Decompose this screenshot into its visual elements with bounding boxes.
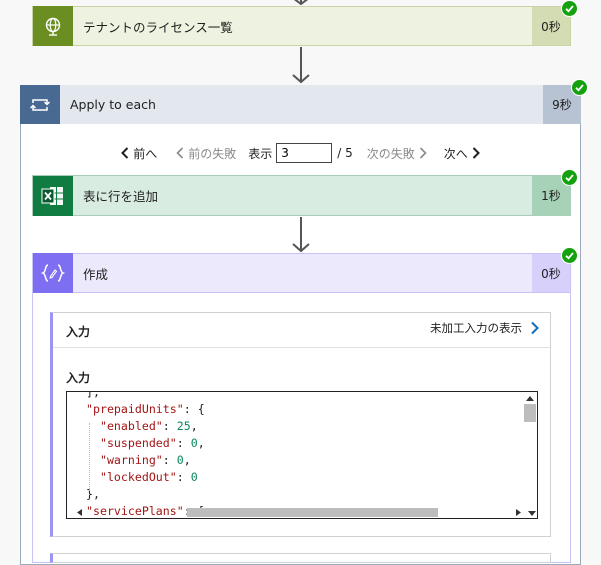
prev-failure-label: 前の失敗 [188, 146, 237, 161]
code-token: 0 [176, 453, 184, 467]
inputs-header-label: 入力 [66, 325, 91, 339]
prev-label: 前へ [133, 146, 158, 161]
code-line: "enabled": 25, [86, 418, 198, 435]
code-token: : { [183, 402, 205, 416]
apply-to-each-header[interactable]: Apply to each 9秒 [20, 85, 581, 124]
scroll-down-icon [528, 511, 536, 516]
code-token: "servicePlans" [86, 504, 184, 518]
code-line: "prepaidUnits": { [86, 401, 205, 418]
code-token: 25 [176, 419, 191, 433]
step-card-compose[interactable]: 作成 0秒 [32, 253, 571, 293]
step-icon-box [33, 6, 73, 46]
page-total: / 5 [337, 146, 353, 160]
chevron-right-icon [472, 147, 480, 159]
arrow-down-icon [292, 243, 310, 253]
inputs-field-label: 入力 [66, 371, 91, 385]
connector-line [300, 217, 302, 250]
next-failure-label: 次の失敗 [366, 146, 415, 161]
step-title: 作成 [83, 266, 109, 282]
next-panel-edge [50, 553, 551, 563]
apply-to-each-title: Apply to each [70, 97, 156, 112]
success-check-icon [561, 247, 578, 264]
chevron-right-icon [531, 321, 539, 335]
code-token: "warning" [99, 453, 163, 467]
code-token: ], [86, 391, 100, 399]
show-raw-inputs-link[interactable]: 未加工入力の表示 [430, 320, 540, 336]
excel-icon [41, 186, 63, 205]
scroll-left-icon [77, 509, 82, 516]
code-token: "suspended" [99, 436, 177, 450]
step-card-add-row[interactable]: 表に行を追加 1秒 [32, 175, 571, 216]
loop-icon [29, 98, 51, 111]
inputs-panel-header [53, 313, 550, 348]
step-icon-box [20, 85, 60, 124]
success-check-icon [561, 0, 578, 17]
arrow-down-icon [292, 74, 310, 84]
code-token: "lockedOut" [99, 470, 177, 484]
code-line: ], [86, 391, 100, 401]
scroll-right-icon [516, 509, 521, 516]
code-token: "prepaidUnits" [86, 402, 184, 416]
show-label: 表示 [248, 146, 273, 161]
scrollbar-thumb[interactable] [524, 404, 536, 422]
code-token: , [183, 453, 191, 467]
code-token: 0 [190, 470, 198, 484]
code-token: , [190, 419, 198, 433]
globe-icon [45, 17, 61, 36]
code-token: 0 [190, 436, 198, 450]
scrollbar-thumb[interactable] [187, 508, 438, 517]
show-raw-inputs-label: 未加工入力の表示 [430, 321, 522, 335]
scroll-up-icon [526, 396, 534, 401]
code-line: "lockedOut": 0 [86, 469, 198, 486]
success-check-icon [561, 169, 578, 186]
success-check-icon [571, 79, 588, 96]
chevron-right-icon [419, 147, 427, 159]
connector-line-top [300, 0, 302, 4]
step-title: テナントのライセンス一覧 [83, 19, 233, 35]
code-line: "suspended": 0, [86, 435, 205, 452]
step-icon-box [33, 253, 73, 293]
compose-icon [41, 264, 65, 282]
code-token: : [162, 453, 177, 467]
code-line: "warning": 0, [86, 452, 191, 469]
chevron-left-icon [176, 147, 184, 159]
prev-failure-button[interactable]: 前の失敗 [175, 145, 236, 162]
step-card-tenant-licenses[interactable]: テナントのライセンス一覧 0秒 [32, 6, 571, 46]
code-token: : [176, 436, 191, 450]
inputs-code-viewer[interactable]: ], "prepaidUnits": { "enabled": 25, "susp… [66, 391, 538, 519]
iteration-pager: 前へ 前の失敗 表示 / 5 次の失敗 次へ [20, 137, 581, 169]
next-label: 次へ [443, 146, 468, 161]
connector-line [300, 47, 302, 81]
indent-guide [89, 423, 90, 491]
page-number-input[interactable] [276, 143, 333, 163]
chevron-left-icon [121, 147, 129, 159]
step-title: 表に行を追加 [83, 189, 159, 204]
code-token: : [176, 470, 191, 484]
code-token: : [162, 419, 177, 433]
prev-button[interactable]: 前へ [120, 145, 157, 162]
next-failure-button[interactable]: 次の失敗 [367, 145, 428, 162]
code-token: "enabled" [99, 419, 163, 433]
code-token: , [197, 436, 205, 450]
next-button[interactable]: 次へ [444, 145, 481, 162]
vertical-scrollbar[interactable] [523, 392, 537, 506]
horizontal-scrollbar[interactable] [67, 506, 523, 518]
step-icon-box [33, 175, 73, 216]
arrow-down-icon [294, 0, 308, 6]
